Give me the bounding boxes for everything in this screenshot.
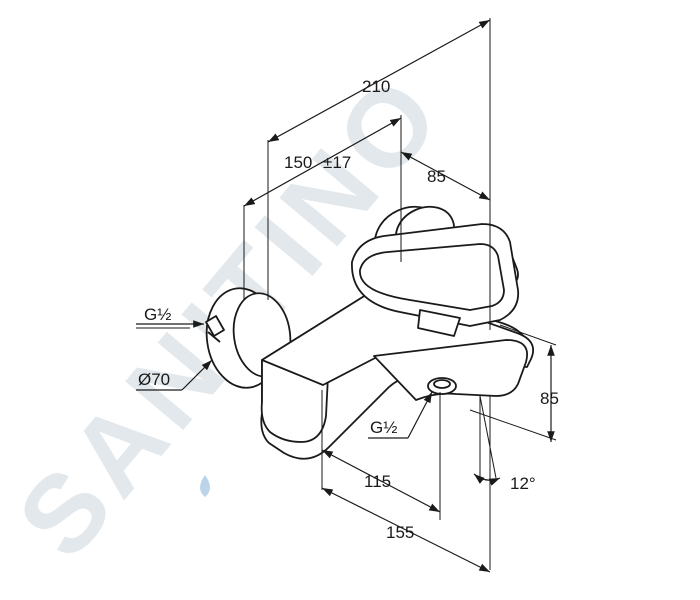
dim-outlet-projection: 115 <box>364 472 391 491</box>
dimension-lines <box>136 18 557 573</box>
dim-wall-distance: 150 <box>284 153 312 172</box>
watermark-drop-icon <box>200 475 210 497</box>
dim-wall-tolerance: ±17 <box>323 153 351 172</box>
lever-top <box>359 243 505 311</box>
left-inlet-nipple <box>205 315 225 337</box>
dim-overall-width: 210 <box>362 77 390 96</box>
dimension-labels: 210 150 ±17 85 G½ Ø70 G½ 85 115 155 12° <box>138 77 559 542</box>
dim-outlet-thread: G½ <box>370 418 397 437</box>
dim-spout-projection: 155 <box>386 523 414 542</box>
dim-inlet-thread-wall: G½ <box>144 305 171 324</box>
dim-outlet-angle: 12° <box>510 474 536 493</box>
dim-rosette-diameter: Ø70 <box>138 370 170 389</box>
lever-neck <box>417 309 461 337</box>
dim-handle-offset: 85 <box>427 167 446 186</box>
faucet-body <box>205 205 535 460</box>
spout <box>373 339 528 401</box>
dim-spout-height: 85 <box>540 389 559 408</box>
